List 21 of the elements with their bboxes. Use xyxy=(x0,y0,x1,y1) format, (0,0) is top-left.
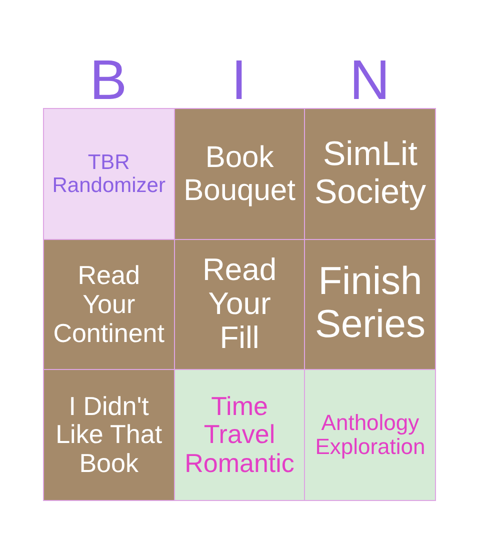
bingo-square xyxy=(43,238,175,370)
square-text: Book Bouquet xyxy=(182,140,296,207)
bingo-square xyxy=(304,108,436,240)
bingo-square xyxy=(174,108,306,240)
column-letter: B xyxy=(88,52,128,108)
column-letter: I xyxy=(230,52,248,108)
column-letter: N xyxy=(348,52,391,108)
square-text: I Didn't Like That Book xyxy=(54,392,164,478)
bingo-square xyxy=(43,108,175,240)
bingo-square xyxy=(304,238,436,370)
bingo-square xyxy=(43,369,175,500)
square-text: Anthology Exploration xyxy=(314,410,426,459)
bingo-square xyxy=(304,369,436,500)
square-text: SimLit Society xyxy=(313,136,427,212)
square-text: Read Your Fill xyxy=(201,253,278,356)
square-text: Time Travel Romantic xyxy=(184,392,296,478)
square-text: Finish Series xyxy=(314,261,426,348)
bingo-square xyxy=(174,369,306,500)
square-text: Read Your Continent xyxy=(52,261,166,348)
square-text: TBR Randomizer xyxy=(51,150,166,197)
bingo-square xyxy=(174,238,306,370)
